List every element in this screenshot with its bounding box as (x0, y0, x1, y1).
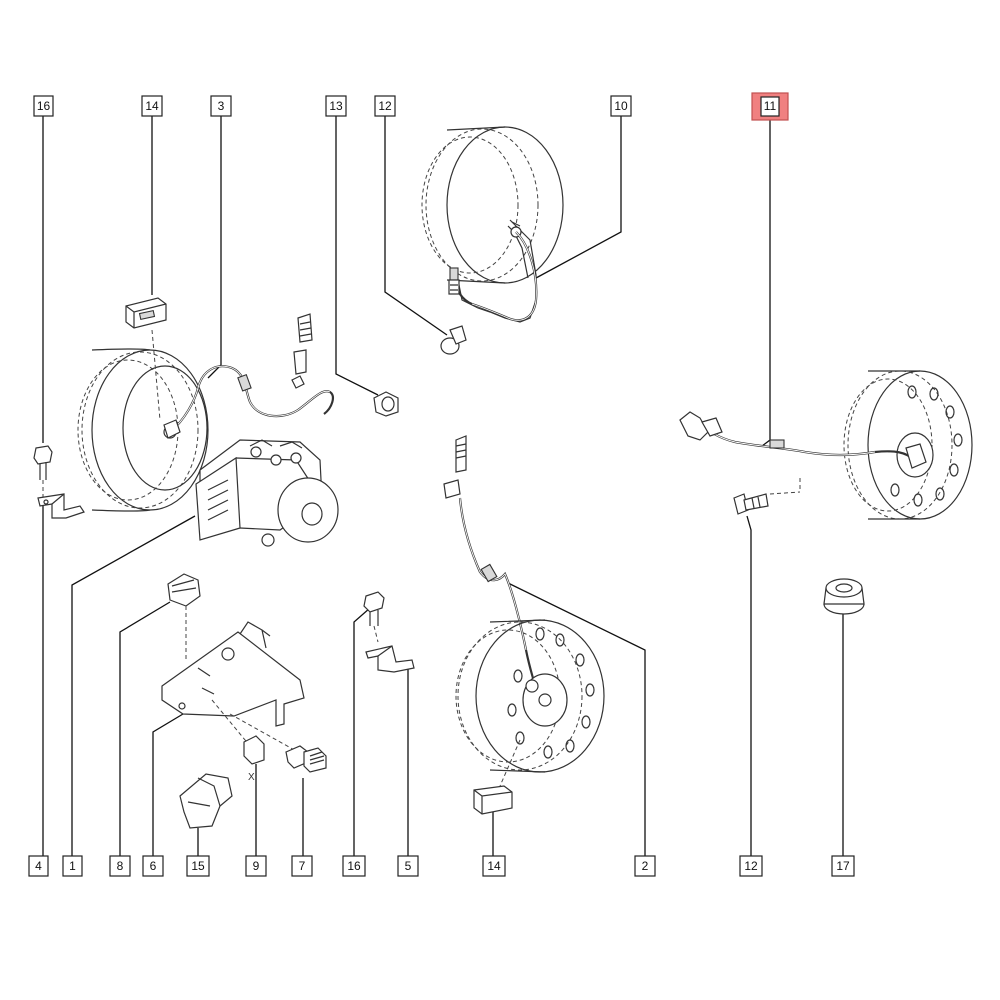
mounting-bracket-6 (161, 621, 305, 753)
svg-text:12: 12 (378, 99, 392, 113)
grommet-17 (823, 578, 865, 615)
callout-14-bottom[interactable]: 14 (482, 855, 506, 877)
rubber-pad-14-top (125, 297, 167, 421)
leader-lines (42, 116, 844, 856)
callout-11-highlighted[interactable]: 11 (751, 92, 789, 121)
wheel-speed-sensor-cable-3 (163, 313, 334, 439)
wheel-speed-sensor-11 (679, 411, 927, 495)
bracket-15 (179, 773, 233, 829)
wheel-rear-right (843, 370, 973, 520)
bottom-callouts: 4 1 8 6 15 9 7 16 (28, 855, 855, 877)
rubber-mount-8 (167, 573, 201, 660)
callout-8[interactable]: 8 (109, 855, 131, 877)
rubber-pad-14-bottom (473, 739, 521, 815)
svg-text:13: 13 (329, 99, 343, 113)
callout-3[interactable]: 3 (210, 95, 232, 117)
svg-text:9: 9 (253, 859, 260, 873)
bolt-12-right (733, 493, 769, 515)
svg-text:14: 14 (487, 859, 501, 873)
abs-hydraulic-unit-1 (195, 439, 339, 547)
callout-13[interactable]: 13 (325, 95, 347, 117)
callout-7[interactable]: 7 (291, 855, 313, 877)
callout-16-top[interactable]: 16 (33, 95, 54, 117)
callout-1[interactable]: 1 (62, 855, 83, 877)
bolt-12-top (440, 325, 467, 355)
svg-text:12: 12 (744, 859, 758, 873)
bolt-7 (285, 745, 327, 773)
callout-12-top[interactable]: 12 (374, 95, 396, 117)
svg-text:4: 4 (35, 859, 42, 873)
callout-9[interactable]: 9 (245, 855, 267, 877)
wheel-rear-center-bottom (455, 619, 605, 773)
svg-text:2: 2 (642, 859, 649, 873)
svg-text:15: 15 (191, 859, 205, 873)
svg-text:8: 8 (117, 859, 124, 873)
svg-text:6: 6 (150, 859, 157, 873)
spring-clip-9: X (243, 735, 265, 783)
callout-10[interactable]: 10 (610, 95, 632, 117)
svg-text:10: 10 (614, 99, 628, 113)
callout-6[interactable]: 6 (142, 855, 164, 877)
svg-text:5: 5 (405, 859, 412, 873)
callout-5[interactable]: 5 (397, 855, 419, 877)
wheel-speed-sensor-cable-2 (443, 435, 538, 691)
top-callouts: 16 14 3 13 12 10 11 (33, 92, 789, 121)
callout-15[interactable]: 15 (186, 855, 210, 877)
callout-12-bottom[interactable]: 12 (739, 855, 763, 877)
svg-text:1: 1 (69, 859, 76, 873)
svg-text:17: 17 (836, 859, 850, 873)
bolt-16-left (33, 445, 53, 498)
callout-17[interactable]: 17 (831, 855, 855, 877)
svg-text:14: 14 (145, 99, 159, 113)
cable-clip-13 (373, 391, 399, 417)
bolt-16-center (363, 591, 385, 643)
svg-text:16: 16 (347, 859, 361, 873)
wheel-speed-sensor-10 (448, 231, 538, 322)
callout-14-top[interactable]: 14 (141, 95, 163, 117)
callout-4[interactable]: 4 (28, 855, 49, 877)
callout-16-bottom[interactable]: 16 (342, 855, 366, 877)
bracket-x-mark: X (248, 772, 255, 783)
callout-2[interactable]: 2 (634, 855, 656, 877)
bracket-5 (365, 645, 415, 673)
svg-text:11: 11 (764, 99, 777, 113)
svg-text:16: 16 (37, 99, 51, 113)
bracket-4 (37, 493, 85, 519)
svg-text:3: 3 (218, 99, 225, 113)
wheel-front-left (77, 348, 209, 512)
wheel-rear-center-top (421, 126, 564, 323)
svg-text:7: 7 (299, 859, 306, 873)
